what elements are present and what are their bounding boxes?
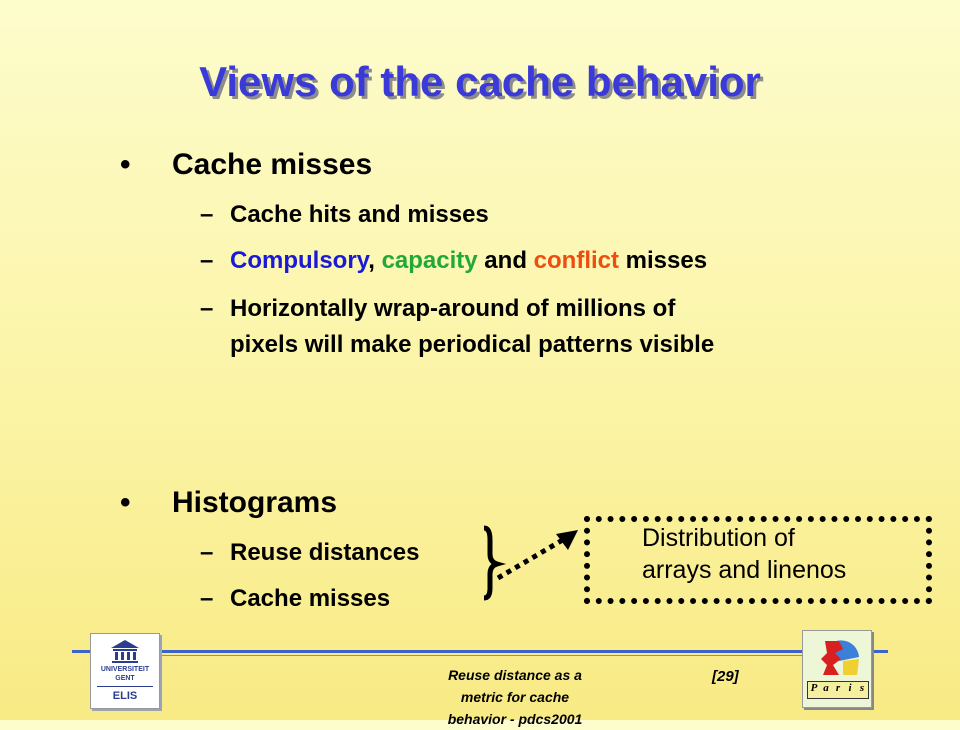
curly-brace (483, 525, 507, 601)
paris-letter: i (848, 682, 852, 694)
logo-text-universiteit: UNIVERSITEIT (100, 666, 150, 673)
text-separator: , (368, 247, 382, 274)
logo-text-gent: GENT (115, 675, 135, 682)
bullet-marker: • (120, 148, 131, 181)
footer-rule-right (872, 650, 888, 653)
bullet-text: Histograms (172, 486, 338, 519)
sub-bullet-text: Cache hits and misses (230, 201, 489, 228)
bullet-marker: • (120, 486, 131, 519)
page-number: [29] (712, 668, 739, 685)
callout-box (584, 516, 932, 604)
callout-line1: Distribution of (642, 524, 795, 552)
bullet-text: Cache misses (172, 148, 373, 181)
footer-caption: Reuse distance as a metric for cache beh… (410, 664, 620, 730)
footer-rule-left-a (72, 650, 90, 653)
dash-marker: – (200, 247, 214, 274)
brace-arrow-graphic (483, 525, 578, 601)
dash-marker: – (200, 295, 214, 322)
logo-text-elis: ELIS (112, 690, 138, 702)
capacity-word: capacity (381, 247, 478, 274)
paris-letter: r (835, 682, 841, 694)
dash-marker: – (200, 539, 214, 566)
text-suffix: misses (619, 247, 708, 274)
ugent-elis-logo: UNIVERSITEIT GENT ELIS (90, 633, 160, 709)
arrow-head (556, 530, 578, 550)
footer-rule-center-thin (160, 655, 802, 656)
conflict-word: conflict (533, 247, 619, 274)
paris-emblem-icon (821, 640, 859, 675)
footer-caption-line3: behavior - pdcs2001 (447, 711, 583, 727)
sub-bullet-text-line1: Horizontally wrap-around of millions of (230, 295, 676, 322)
sub-bullet-text-line2: pixels will make periodical patterns vis… (230, 331, 715, 358)
sub-bullet-text: Reuse distances (230, 539, 420, 566)
footer-caption-line2: metric for cache (460, 689, 570, 705)
dotted-arrow-line (496, 535, 568, 581)
university-building-icon (111, 640, 139, 663)
paris-letters: P a r i s (807, 681, 869, 699)
slide-title: Views of the cache behavior (199, 58, 761, 105)
paris-letter: a (823, 682, 829, 694)
footer-caption-line1: Reuse distance as a (448, 667, 582, 683)
sub-bullet-text: Compulsory, capacity and conflict misses (230, 244, 707, 278)
sub-bullet-text: Cache misses (230, 585, 391, 612)
callout-line2: arrays and linenos (642, 556, 847, 584)
compulsory-word: Compulsory (230, 247, 369, 274)
callout-text: Distribution of arrays and linenos (642, 522, 846, 586)
dash-marker: – (200, 585, 214, 612)
paris-letter: P (810, 682, 818, 694)
logo-divider (97, 686, 153, 687)
paris-logo: P a r i s (802, 630, 872, 708)
text-separator: and (477, 247, 534, 274)
dash-marker: – (200, 201, 214, 228)
footer-rule-center (160, 650, 802, 653)
paris-letter: s (859, 682, 865, 694)
